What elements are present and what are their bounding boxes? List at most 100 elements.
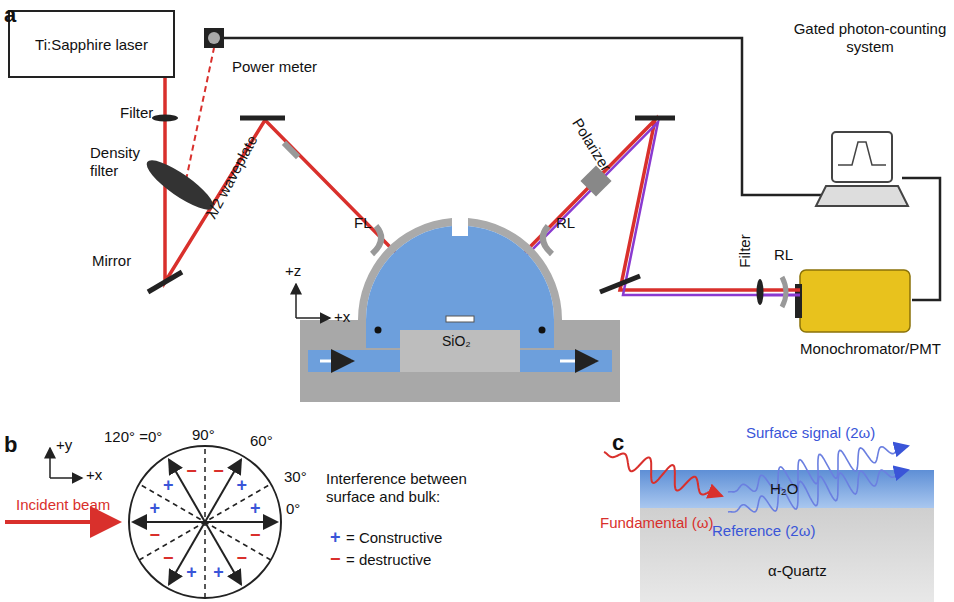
part-name: RL: [774, 246, 793, 264]
panel-letter: b: [4, 432, 17, 457]
incident-arrow: [5, 520, 118, 524]
angle-arrow: [205, 460, 241, 522]
fundamental-wave-head: [711, 492, 722, 496]
flow-arrow: [320, 360, 352, 363]
shg-beam: [762, 294, 800, 297]
legend-text: = destructive: [346, 551, 431, 569]
mirror: [240, 116, 285, 121]
part-name: Power meter: [232, 58, 317, 76]
angle-spokes: [133, 446, 277, 598]
interference-sign: −: [213, 461, 224, 482]
part-name: Gated photon-counting system: [790, 20, 950, 56]
mirror: [635, 116, 675, 121]
laptop-screen: [832, 132, 892, 182]
cable: [222, 38, 822, 195]
split-beam: [186, 48, 214, 180]
layer-label: H₂O: [770, 480, 798, 498]
part-name: Filter: [736, 234, 754, 267]
signal-label: Surface signal (2ω): [746, 424, 875, 442]
angle-label: 120° =0°: [104, 428, 162, 446]
interference-sign: −: [330, 549, 341, 570]
laptop-base: [816, 186, 908, 206]
interference-sign: −: [250, 525, 261, 546]
sample: [446, 316, 474, 322]
part-name: RL: [556, 214, 575, 232]
part-name: Density filter: [90, 144, 152, 180]
part-name: Mirror: [92, 252, 131, 270]
node-text: Ti:Sapphire laser: [35, 36, 148, 53]
axis-label: +x: [334, 308, 350, 326]
part-name: Filter: [120, 104, 153, 122]
angle-label: 0°: [286, 500, 300, 518]
recollimating-lens: [543, 226, 552, 254]
interference-sign: −: [237, 548, 248, 569]
angle-arrow: [169, 522, 205, 584]
rotation-circle: [129, 446, 281, 598]
legend-text: = Constructive: [346, 529, 442, 547]
fundamental-wave: [604, 452, 722, 496]
interference-sign: +: [186, 562, 197, 583]
angle-arrow: [169, 460, 205, 522]
reference-wave: [728, 470, 908, 512]
pmt-cylinder: [800, 270, 910, 332]
power-meter: [204, 28, 224, 48]
pulse-trace: [838, 142, 886, 165]
sector-line: [139, 484, 271, 560]
part-name: Monochromator/PMT: [800, 340, 941, 358]
filter: [152, 115, 178, 122]
water: [366, 226, 554, 320]
interference-sign: +: [213, 562, 224, 583]
legend-heading: Interference between surface and bulk:: [326, 470, 476, 506]
angle-label: 90°: [192, 426, 215, 444]
mirror: [148, 272, 182, 292]
mirror: [600, 276, 640, 292]
o-ring: [539, 327, 546, 334]
focusing-lens: [372, 226, 381, 254]
waveplate: [282, 141, 300, 159]
interference-sign: +: [237, 475, 248, 496]
laser-box: Ti:Sapphire laser: [8, 10, 175, 78]
angle-label: 30°: [284, 468, 307, 486]
part-name: λ/2 waveplate: [202, 132, 261, 221]
angle-label: 60°: [250, 432, 273, 450]
water-channel: [308, 320, 612, 372]
power-meter-eye: [208, 32, 220, 44]
axis: [295, 284, 297, 318]
beam-label: Fundamental (ω): [600, 514, 713, 532]
pedestal: [400, 330, 520, 372]
flow-arrow: [560, 360, 596, 363]
interference-sign: +: [163, 475, 174, 496]
axis: [296, 317, 330, 319]
layer-label: α-Quartz: [768, 562, 827, 580]
part-name: SiO₂: [442, 333, 471, 350]
part-name: FL: [354, 214, 372, 232]
beam-label: Incident beam: [16, 496, 110, 514]
panel-letter: c: [612, 430, 624, 455]
o-ring: [375, 327, 382, 334]
panel-letter: a: [4, 2, 16, 27]
angle-arrow: [205, 522, 241, 584]
interference-sign: +: [150, 498, 161, 519]
axis: [50, 477, 82, 479]
interference-sign: +: [330, 527, 341, 548]
angle-arrow: [205, 521, 277, 523]
interference-sign: −: [186, 461, 197, 482]
interference-sign: −: [150, 525, 161, 546]
axis: [49, 448, 51, 478]
axis-label: +y: [56, 436, 72, 454]
signal-label: Reference (2ω): [712, 522, 815, 540]
axis-label: +x: [86, 466, 102, 484]
axis-label: +z: [285, 262, 301, 280]
reference-wave-head: [896, 470, 908, 473]
interference-sign: −: [163, 548, 174, 569]
surface-wave-head: [896, 446, 908, 449]
filter: [757, 279, 764, 305]
angle-arrow: [133, 521, 205, 523]
light-waves: [604, 446, 908, 512]
interference-sign: +: [250, 498, 261, 519]
part-name: Polarizer: [568, 115, 615, 175]
cell-housing: [300, 320, 620, 402]
lens: [782, 277, 786, 307]
